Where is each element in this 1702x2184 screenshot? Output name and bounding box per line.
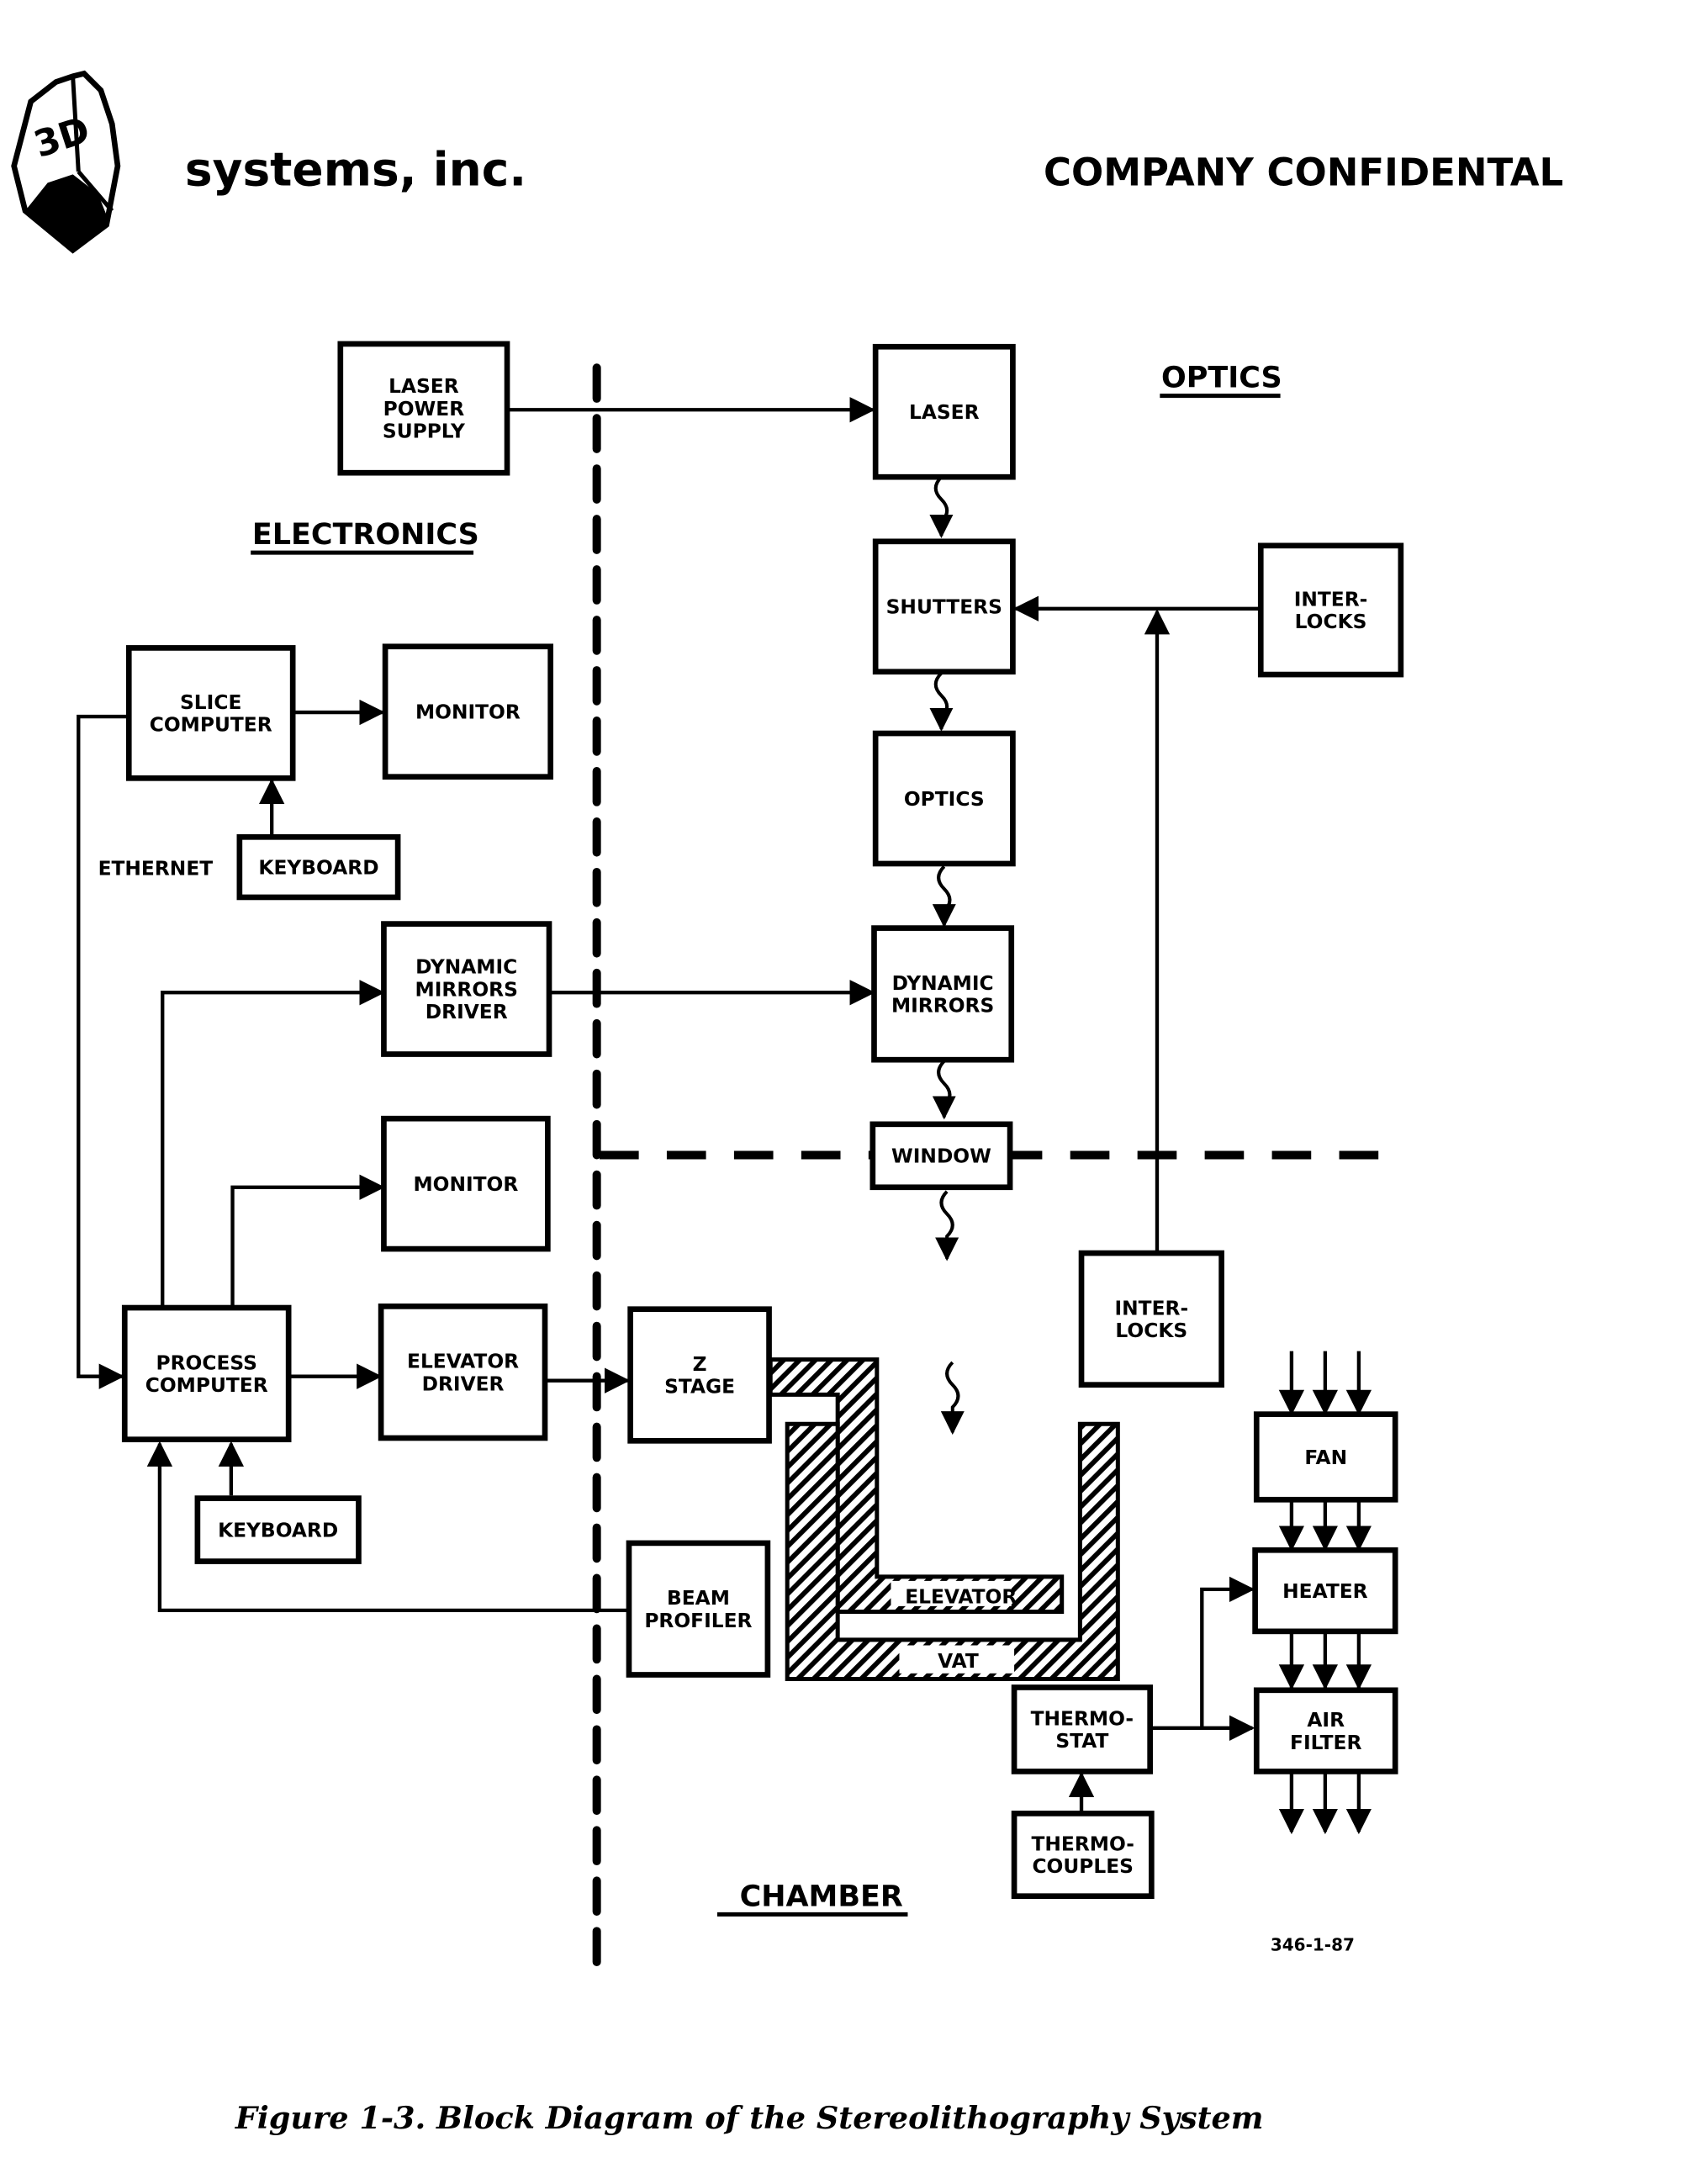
block-label-line: COMPUTER [150, 714, 272, 737]
block-label-line: MIRRORS [415, 978, 518, 1001]
block-label-line: LOCKS [1115, 1319, 1187, 1342]
block-label-line: MONITOR [415, 701, 521, 724]
vat-label: VAT [938, 1650, 979, 1673]
block-keyboard-1: KEYBOARD [240, 837, 398, 897]
block-label-line: LOCKS [1295, 611, 1367, 633]
block-label-line: OPTICS [904, 788, 985, 811]
block-label-line: KEYBOARD [218, 1519, 338, 1541]
block-dynamic-mirrors-driver: DYNAMICMIRRORSDRIVER [383, 924, 549, 1055]
block-process-computer: PROCESSCOMPUTER [124, 1308, 288, 1440]
block-keyboard-2: KEYBOARD [198, 1499, 359, 1562]
block-elevator-driver: ELEVATORDRIVER [381, 1306, 545, 1438]
block-label-line: PROCESS [156, 1351, 257, 1374]
svg-text:OPTICS: OPTICS [1161, 362, 1282, 395]
block-label-line: Z [693, 1353, 707, 1376]
block-label-line: LASER [388, 375, 459, 398]
block-label-line: LASER [909, 401, 980, 424]
block-interlocks-chamber: INTER-LOCKS [1081, 1253, 1222, 1385]
block-monitor-2: MONITOR [383, 1118, 547, 1249]
figure-caption: Figure 1-3. Block Diagram of the Stereol… [235, 2100, 1264, 2136]
block-label-line: SUPPLY [383, 420, 466, 443]
block-shutters: SHUTTERS [875, 542, 1012, 672]
block-z-stage: ZSTAGE [631, 1309, 769, 1441]
block-label-line: THERMO- [1031, 1833, 1134, 1856]
block-label-line: SHUTTERS [886, 596, 1002, 619]
section-title-optics: OPTICS [1160, 362, 1282, 396]
wire-process-monitor [233, 1187, 383, 1307]
block-label-line: KEYBOARD [258, 856, 378, 879]
block-label-line: POWER [383, 398, 465, 420]
block-thermocouples: THERMO-COUPLES [1014, 1813, 1151, 1896]
block-label-line: HEATER [1282, 1580, 1367, 1603]
block-label-line: ELEVATOR [407, 1351, 519, 1373]
block-label-line: DRIVER [426, 1001, 508, 1023]
block-label-line: STAGE [664, 1376, 735, 1399]
svg-text:ELECTRONICS: ELECTRONICS [252, 518, 479, 552]
block-label-line: DYNAMIC [892, 972, 994, 995]
block-label-line: DYNAMIC [415, 956, 517, 979]
vat-container [787, 1424, 1118, 1679]
block-thermostat: THERMO-STAT [1014, 1687, 1150, 1771]
block-label-line: INTER- [1115, 1297, 1189, 1319]
section-title-electronics: ELECTRONICS [251, 518, 479, 553]
block-optics: OPTICS [875, 733, 1012, 864]
block-laser: LASER [875, 346, 1012, 477]
block-label-line: AIR [1307, 1709, 1345, 1732]
ethernet-label: ETHERNET [98, 857, 214, 880]
section-title-chamber: CHAMBER [717, 1880, 908, 1914]
block-slice-computer: SLICECOMPUTER [129, 648, 293, 778]
wire-ethernet [78, 717, 127, 1377]
figure-tag: 346-1-87 [1271, 1935, 1355, 1955]
block-heater: HEATER [1255, 1550, 1396, 1631]
svg-text:CHAMBER: CHAMBER [740, 1880, 903, 1913]
block-fan: FAN [1256, 1415, 1395, 1500]
block-label-line: MIRRORS [891, 995, 994, 1018]
block-label-line: FILTER [1290, 1732, 1361, 1754]
block-laser-power-supply: LASERPOWERSUPPLY [341, 344, 507, 473]
block-label-line: COMPUTER [145, 1374, 268, 1397]
block-label-line: BEAM [667, 1587, 730, 1610]
block-air-filter: AIRFILTER [1256, 1690, 1395, 1772]
wire-process-dmd [162, 992, 383, 1306]
block-label-line: STAT [1055, 1730, 1108, 1753]
elevator-label: ELEVATOR [905, 1586, 1017, 1609]
block-beam-profiler: BEAMPROFILER [629, 1543, 768, 1675]
block-monitor-1: MONITOR [385, 647, 551, 777]
block-interlocks-optics: INTER-LOCKS [1261, 546, 1401, 674]
confidential-label: COMPANY CONFIDENTAL [1044, 151, 1563, 195]
block-label-line: FAN [1304, 1446, 1347, 1469]
block-label-line: SLICE [180, 691, 241, 714]
company-logo: 3D [14, 73, 118, 250]
block-window: WINDOW [873, 1124, 1010, 1187]
block-label-line: DRIVER [422, 1372, 505, 1395]
block-label-line: WINDOW [891, 1145, 991, 1168]
block-label-line: INTER- [1294, 588, 1368, 611]
wire-thermostat-heater [1202, 1589, 1252, 1728]
block-dynamic-mirrors: DYNAMICMIRRORS [874, 928, 1011, 1060]
company-name: systems, inc. [185, 143, 526, 197]
block-label-line: THERMO- [1031, 1707, 1134, 1730]
block-label-line: COUPLES [1032, 1855, 1134, 1878]
block-label-line: MONITOR [413, 1173, 518, 1196]
block-label-line: PROFILER [644, 1610, 752, 1632]
vat-assembly: ELEVATOR VAT [770, 1360, 1118, 1679]
